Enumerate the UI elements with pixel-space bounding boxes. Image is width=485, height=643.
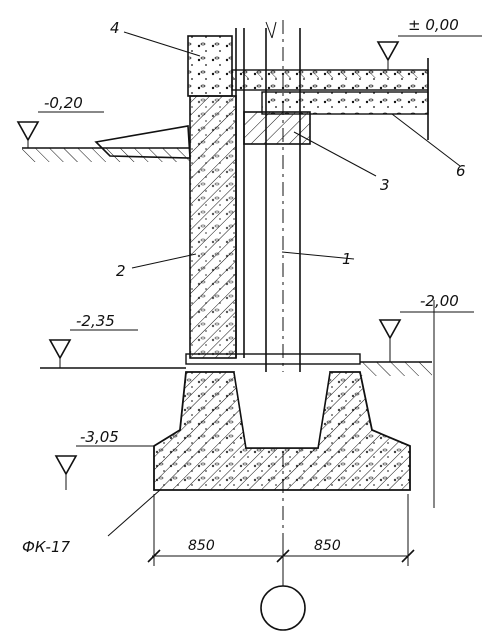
foundation-beam: [243, 111, 311, 145]
pad-footing: [153, 371, 411, 491]
callout-4: 4: [110, 19, 120, 37]
ground-right-lower: [360, 361, 432, 376]
elevation-label-020: -0,20: [44, 94, 83, 112]
elevation-marker-top: [376, 35, 482, 70]
elevation-marker-200: [378, 311, 474, 362]
dimension-left: 850: [188, 538, 215, 554]
footing-mark: ФК-17: [22, 538, 71, 556]
dimension-right: 850: [314, 538, 341, 554]
elevation-label-235: -2,35: [76, 312, 115, 330]
elevation-label-top: ± 0,00: [408, 16, 459, 34]
elevation-marker-305: [54, 445, 154, 490]
base-strip: [185, 353, 361, 365]
callout-6: 6: [456, 162, 466, 180]
axis-bubble: [260, 585, 306, 631]
callout-2: 2: [116, 262, 126, 280]
elevation-marker-020: [16, 111, 104, 148]
elevation-label-305: -3,05: [80, 428, 119, 446]
callout-3: 3: [380, 176, 390, 194]
elevation-label-200: -2,00: [420, 292, 459, 310]
callout-1: 1: [342, 250, 352, 268]
wall-brick-top: [187, 35, 233, 97]
dimension-lines: [147, 300, 435, 566]
ground-left-upper: [22, 147, 190, 162]
floor-slab: [231, 58, 429, 140]
leader-lines: [107, 31, 461, 537]
elevation-marker-235: [48, 329, 138, 368]
